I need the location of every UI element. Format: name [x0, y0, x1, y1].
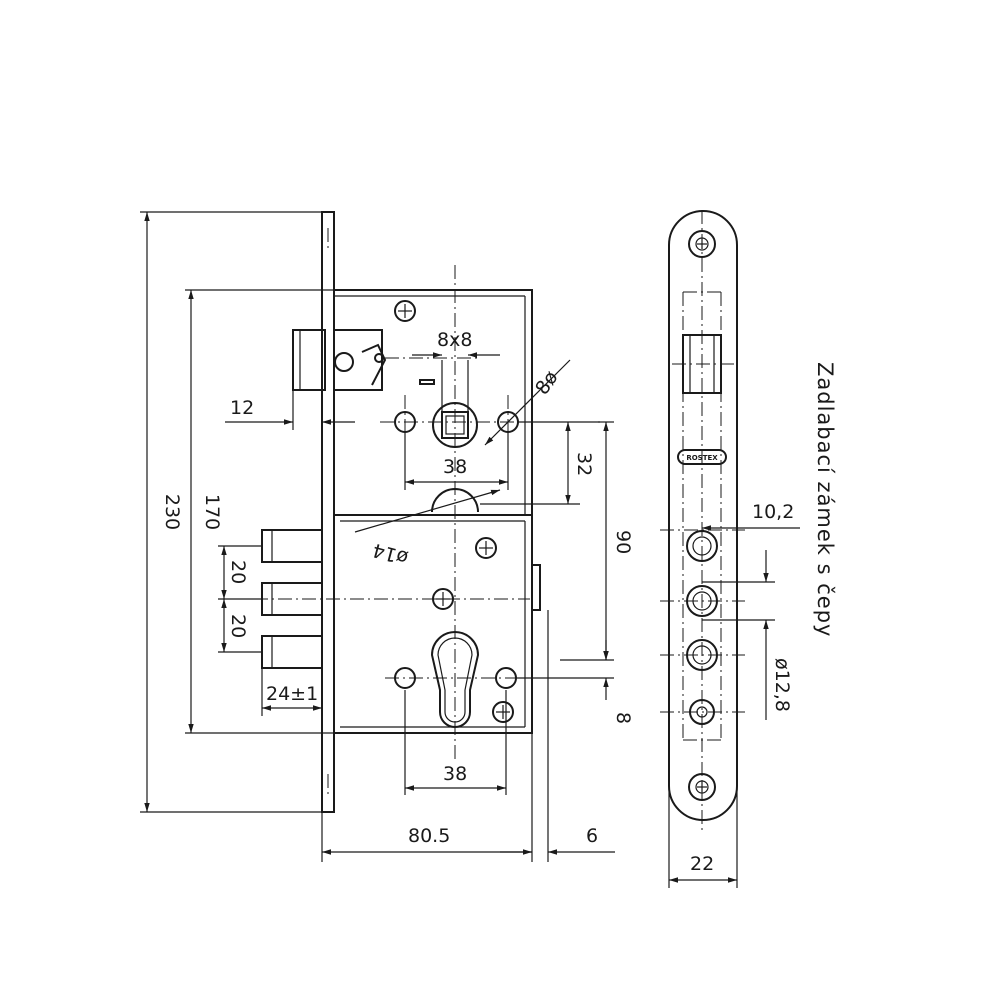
face-bolt-1: [686, 530, 718, 562]
front-view: 230 170 12 8x8 8ø 38 32 ø14: [140, 211, 634, 862]
dim-bolt-spacing-1: 20: [227, 560, 249, 584]
dim-square-spindle: 8x8: [437, 329, 472, 351]
dim-bolt-spacing-face: 10,2: [752, 501, 794, 523]
dim-faceplate-thickness: 6: [586, 825, 598, 847]
lock-case-lower: [334, 514, 533, 734]
dim-bolt-spacing-2: 20: [227, 614, 249, 638]
screw-top: [394, 300, 416, 322]
bolt-3: [261, 635, 323, 669]
brand-plate: [677, 449, 727, 465]
face-screw-top: [688, 230, 716, 258]
dim-cylinder-hole-spacing: 38: [443, 763, 467, 785]
dim-height-body: 170: [201, 494, 223, 530]
dim-bolt-throw: 24±1: [266, 683, 318, 705]
side-tab: [531, 564, 541, 611]
face-latch-window: [672, 334, 735, 394]
side-view: ROSTEX 10,2 ø12,8: [660, 210, 800, 888]
dim-latch-offset: 12: [230, 397, 254, 419]
dim-bolt-dia: ø12,8: [771, 658, 793, 712]
dim-backset: 80.5: [408, 825, 450, 847]
faceplate: [321, 211, 335, 813]
lock-case: [334, 289, 533, 516]
dim-center-distance: 90: [612, 530, 634, 554]
face-screw-cyl: [660, 699, 745, 725]
brand-label: ROSTEX: [686, 454, 718, 462]
faceplate-outline: [668, 210, 738, 821]
dim-cylinder-offset: 8: [612, 712, 634, 724]
dim-faceplate-width: 22: [690, 853, 714, 875]
dim-pin-hole: ø14: [370, 539, 410, 570]
dim-spindle-hole-spacing: 38: [443, 456, 467, 478]
dim-spindle-to-hole: 32: [573, 452, 595, 476]
screw-mid: [475, 537, 497, 559]
latch: [292, 329, 387, 391]
cylinder-cutout: [430, 631, 480, 728]
screw-bottom: [492, 701, 514, 723]
dim-height-total: 230: [161, 494, 183, 530]
bolt-1: [261, 529, 323, 563]
drawing-title: Zadlabací zámek s čepy: [813, 362, 837, 638]
